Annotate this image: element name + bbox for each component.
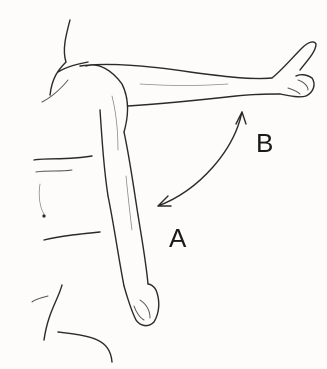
label-position-b: B: [256, 128, 273, 158]
arm-position-b: [80, 42, 316, 106]
label-position-a: A: [169, 223, 187, 253]
torso-outline: [32, 20, 112, 362]
navel-mark: [42, 214, 45, 217]
range-of-motion-arrow: [158, 112, 246, 206]
